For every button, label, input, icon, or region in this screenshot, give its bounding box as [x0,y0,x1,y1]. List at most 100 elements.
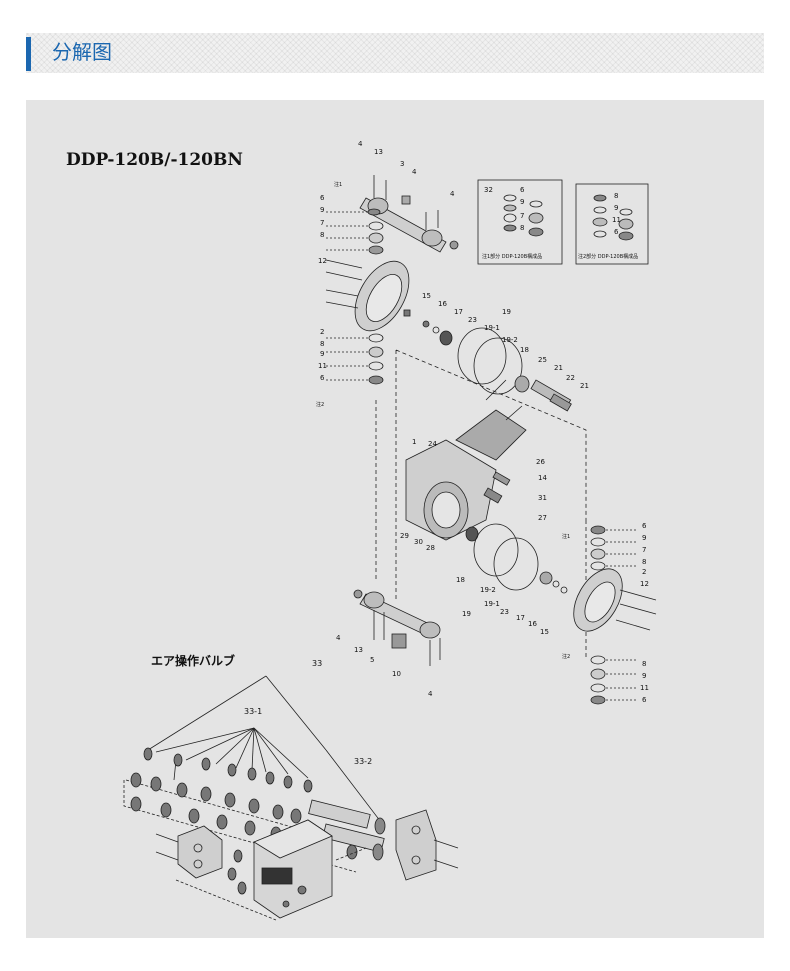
callout-15-b: 15 [540,628,549,636]
exploded-view-drawing: 4 13 3 4 注1 6 9 7 8 12 2 8 9 11 6 注2 4 1… [123,140,657,921]
right-valve-stacks [590,525,636,705]
callout-6-r: 6 [642,522,647,530]
callout-19-b: 19 [462,610,471,618]
callout-9-b: 9 [320,350,324,358]
callout-18: 18 [520,346,529,354]
right-air-chamber [573,568,657,632]
left-air-chamber [325,259,411,332]
bottom-manifold [353,589,441,666]
inset-right-caption: 注2部分 DDP-120B構成品 [578,253,638,260]
upper-diaphragm-set [422,320,572,412]
callout-15: 15 [422,292,431,300]
inset-callout-9-b: 9 [614,204,618,212]
callout-33-1: 33-1 [244,707,262,716]
callout-24: 24 [428,440,437,448]
section-title: 分解图 [52,40,112,64]
callout-16-b: 16 [528,620,537,628]
left-lower-valve-stack [326,333,384,385]
callout-13-top: 13 [374,148,383,156]
callout-12: 12 [318,257,327,265]
inset-callout-32: 32 [484,186,493,194]
callout-33-2: 33-2 [354,757,372,766]
valve-seal-rows [130,747,386,861]
callout-23: 23 [468,316,477,324]
callout-4-c: 4 [450,190,455,198]
callout-19-2-b: 19-2 [480,586,496,594]
callout-30: 30 [414,538,423,546]
inset-parts [503,194,634,241]
model-title: DDP-120B/-120BN [66,150,243,170]
callout-9: 9 [320,206,324,214]
callout-2-r: 2 [642,568,646,576]
callout-note2-right: 注2 [562,653,570,660]
lower-diaphragm-set [465,523,568,594]
callout-note2: 注2 [316,401,324,408]
callout-17-b: 17 [516,614,525,622]
callout-27: 27 [538,514,547,522]
callout-4-e: 4 [428,690,433,698]
callout-11-r: 11 [640,684,649,692]
inset-callout-6: 6 [520,186,525,194]
callout-29: 29 [400,532,409,540]
callout-19-1: 19-1 [484,324,500,332]
callout-8-r: 8 [642,558,646,566]
callout-3: 3 [400,160,404,168]
callout-12-r: 12 [640,580,649,588]
top-left-valve-stack [326,208,384,255]
air-valve-title: エア操作バルブ [151,654,236,668]
exploded-diagram-panel: DDP-120B/-120BN エア操作バルブ [26,100,764,938]
callout-23-b: 23 [500,608,509,616]
callout-14: 14 [538,474,547,482]
callout-8-b: 8 [320,340,324,348]
callout-26: 26 [536,458,545,466]
callout-21: 21 [554,364,563,372]
inset-callout-8: 8 [520,224,524,232]
inset-left-caption: 注1部分 DDP-120B構成品 [482,253,542,260]
top-manifold [359,175,459,253]
callout-19-2: 19-2 [502,336,518,344]
valve-body-block [175,819,367,921]
center-body [405,379,527,541]
callout-8: 8 [320,231,324,239]
inset-callout-8-b: 8 [614,192,618,200]
callout-21-b: 21 [580,382,589,390]
inset-callout-7: 7 [520,212,524,220]
callout-13-b: 13 [354,646,363,654]
callout-note1-right: 注1 [562,533,570,540]
inset-callout-11: 11 [612,216,621,224]
callout-7-r: 7 [642,546,646,554]
callout-labels: 4 13 3 4 注1 6 9 7 8 12 2 8 9 11 6 注2 4 1… [244,140,649,766]
callout-17: 17 [454,308,463,316]
inset-box-left [477,179,563,265]
callout-5: 5 [370,656,374,664]
header-accent-bar [26,37,31,71]
callout-22: 22 [566,374,575,382]
callout-2: 2 [320,328,324,336]
callout-18-b: 18 [456,576,465,584]
callout-4-d: 4 [336,634,341,642]
callout-19: 19 [502,308,511,316]
callout-16: 16 [438,300,447,308]
callout-31: 31 [538,494,547,502]
callout-25: 25 [538,356,547,364]
callout-10: 10 [392,670,401,678]
section-header: 分解图 [26,33,764,73]
callout-6-r2: 6 [642,696,647,704]
callout-1: 1 [412,438,416,446]
inset-callout-9: 9 [520,198,524,206]
inset-box-right [575,183,649,265]
callout-8-r2: 8 [642,660,646,668]
callout-19-1-b: 19-1 [484,600,500,608]
callout-28: 28 [426,544,435,552]
callout-7: 7 [320,219,324,227]
callout-note1-top: 注1 [334,181,342,188]
callout-4-top: 4 [358,140,363,148]
inset-callout-6-b: 6 [614,228,619,236]
callout-9-r: 9 [642,534,646,542]
valve-end-caps [155,809,459,881]
callout-4-b: 4 [412,168,417,176]
callout-6: 6 [320,194,325,202]
callout-9-r2: 9 [642,672,646,680]
callout-11: 11 [318,362,327,370]
callout-6-b: 6 [320,374,325,382]
